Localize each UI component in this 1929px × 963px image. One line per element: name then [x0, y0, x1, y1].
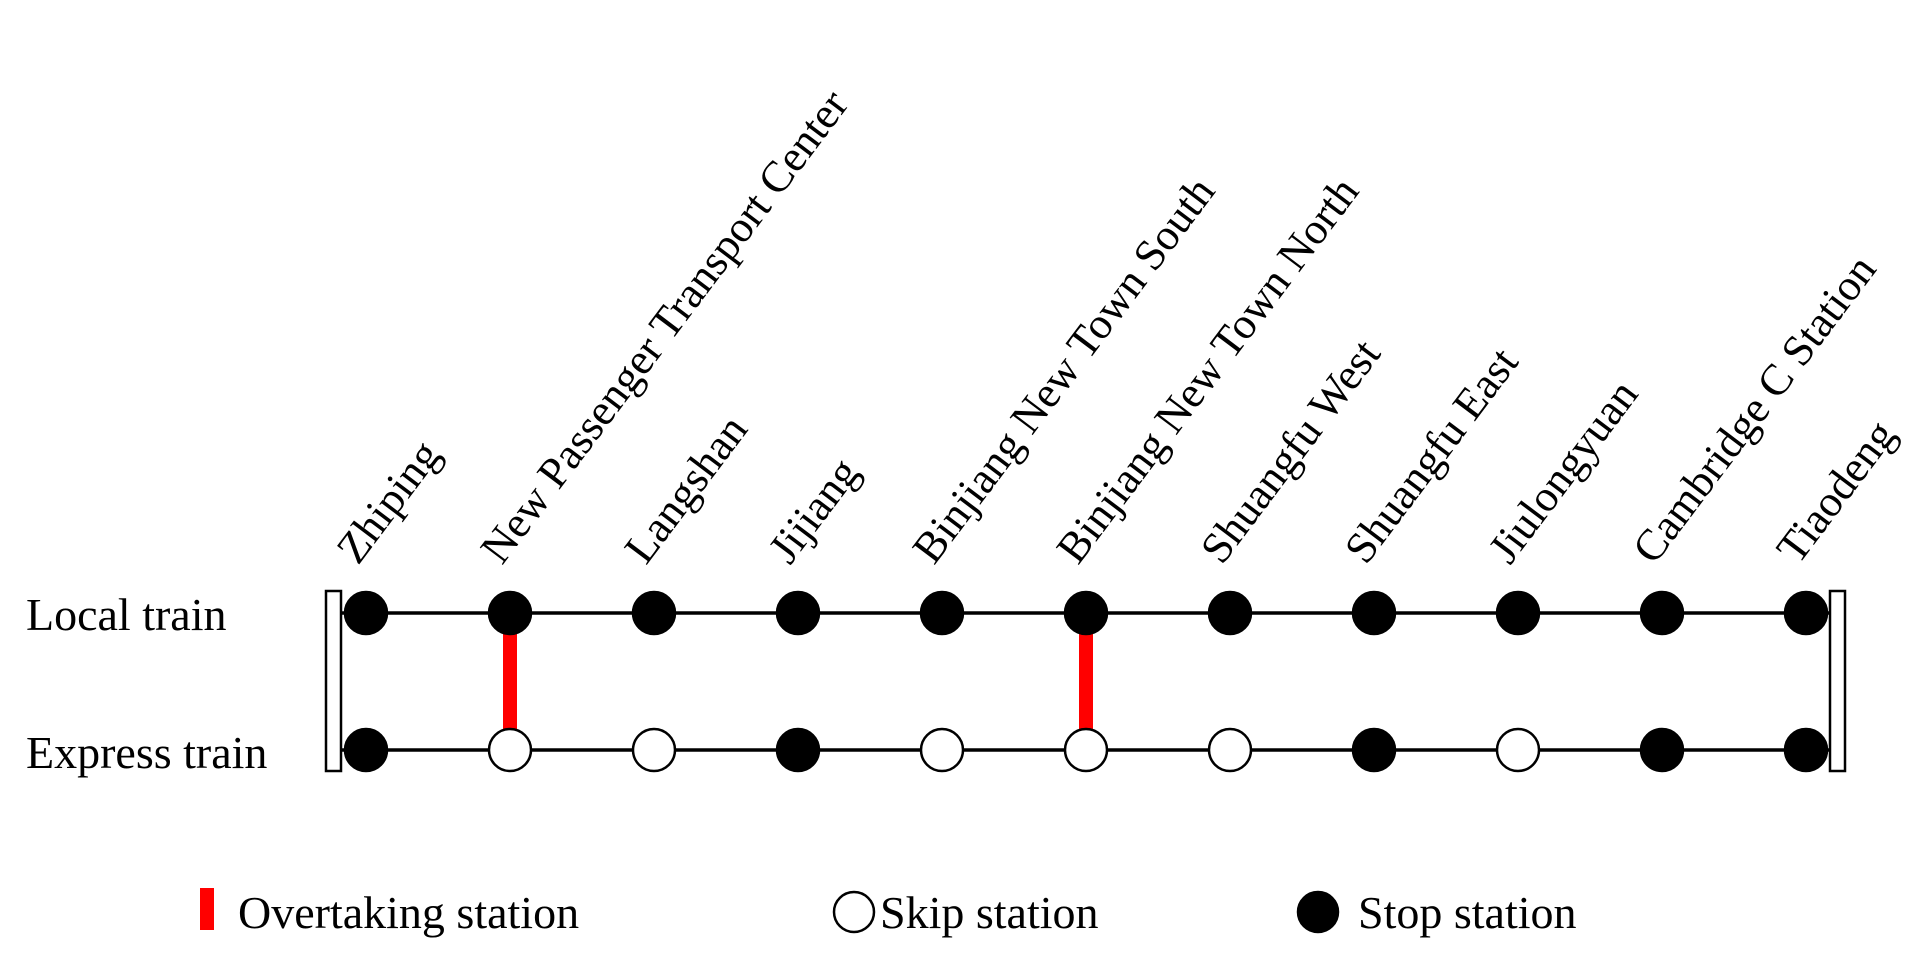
express-skip-node-binjiang-new-town-north — [1063, 727, 1109, 773]
local-stop-node-zhiping — [343, 590, 389, 636]
local-stop-node-new-passenger-transport-center — [487, 590, 533, 636]
local-train-stations — [343, 590, 1829, 636]
express-skip-node-jiulongyuan — [1495, 727, 1541, 773]
express-stop-node-shuangfu-east — [1351, 727, 1397, 773]
express-stop-node-tiaodeng — [1783, 727, 1829, 773]
express-skip-node-new-passenger-transport-center — [487, 727, 533, 773]
station-label-langshan: Langshan — [615, 406, 757, 572]
station-label-tiaodeng: Tiaodeng — [1767, 411, 1905, 572]
express-stop-node-jijiang — [775, 727, 821, 773]
local-stop-node-binjiang-new-town-north — [1063, 590, 1109, 636]
local-stop-node-binjiang-new-town-south — [919, 590, 965, 636]
express-stop-node-cambridge-c-station — [1639, 727, 1685, 773]
legend-overtaking-label: Overtaking station — [238, 887, 579, 938]
station-label-cambridge-c-station: Cambridge C Station — [1623, 246, 1886, 572]
express-skip-node-shuangfu-west — [1207, 727, 1253, 773]
local-stop-node-cambridge-c-station — [1639, 590, 1685, 636]
local-stop-node-jiulongyuan — [1495, 590, 1541, 636]
legend: Overtaking station Skip station Stop sta… — [200, 887, 1577, 938]
local-stop-node-shuangfu-west — [1207, 590, 1253, 636]
overtaking-bar-binjiang-new-town-north — [1079, 613, 1093, 750]
express-train-label: Express train — [26, 727, 267, 778]
local-stop-node-shuangfu-east — [1351, 590, 1397, 636]
local-stop-node-jijiang — [775, 590, 821, 636]
overtaking-bar-new-passenger-transport-center — [503, 613, 517, 750]
start-terminal-bar — [324, 589, 343, 773]
express-skip-node-langshan — [631, 727, 677, 773]
legend-overtaking-swatch — [200, 888, 214, 930]
local-stop-node-tiaodeng — [1783, 590, 1829, 636]
express-train-stations — [343, 727, 1829, 773]
local-train-label: Local train — [26, 589, 227, 640]
end-terminal-bar — [1828, 589, 1847, 773]
overtaking-connectors — [503, 613, 1093, 750]
station-label-zhiping: Zhiping — [327, 431, 450, 572]
legend-skip-label: Skip station — [880, 887, 1099, 938]
express-skip-node-binjiang-new-town-south — [919, 727, 965, 773]
station-label-jijiang: Jijiang — [759, 449, 869, 572]
legend-skip-icon — [832, 890, 876, 934]
legend-stop-label: Stop station — [1358, 887, 1577, 938]
express-stop-node-zhiping — [343, 727, 389, 773]
local-stop-node-langshan — [631, 590, 677, 636]
legend-stop-icon — [1296, 890, 1340, 934]
